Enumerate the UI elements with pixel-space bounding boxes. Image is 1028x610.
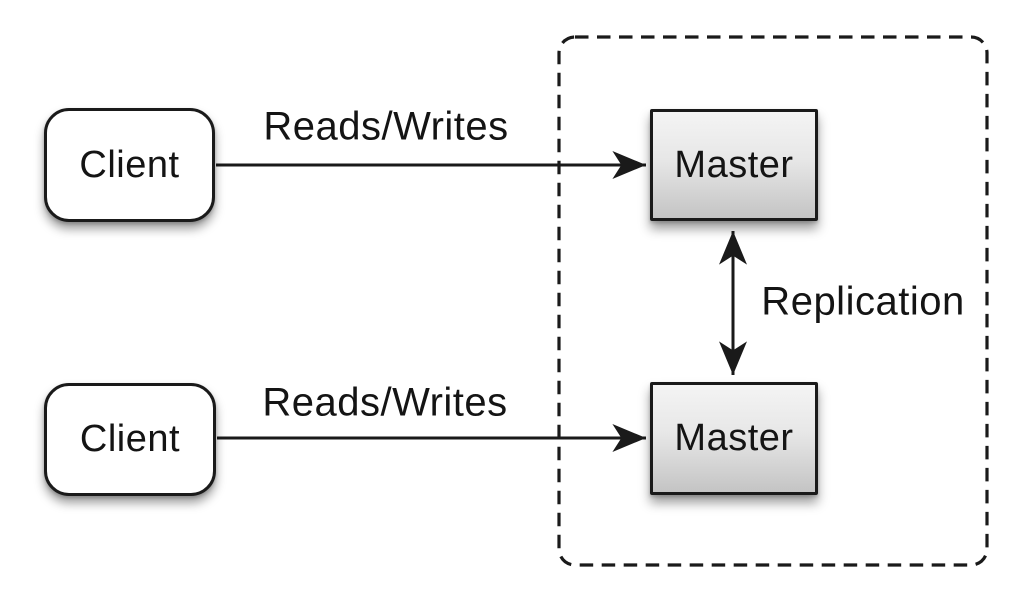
reads-writes-label-2: Reads/Writes <box>262 380 508 425</box>
client-node-2: Client <box>44 383 216 496</box>
master-node-2: Master <box>650 382 818 495</box>
client-node-1: Client <box>44 108 215 222</box>
master-1-label: Master <box>674 143 794 186</box>
client-2-label: Client <box>79 418 181 460</box>
client-1-label: Client <box>79 143 180 186</box>
master-node-1: Master <box>650 109 818 221</box>
replication-group-border <box>557 35 989 567</box>
reads-writes-label-1: Reads/Writes <box>263 104 509 149</box>
master-2-label: Master <box>674 417 794 459</box>
replication-label: Replication <box>761 279 965 324</box>
